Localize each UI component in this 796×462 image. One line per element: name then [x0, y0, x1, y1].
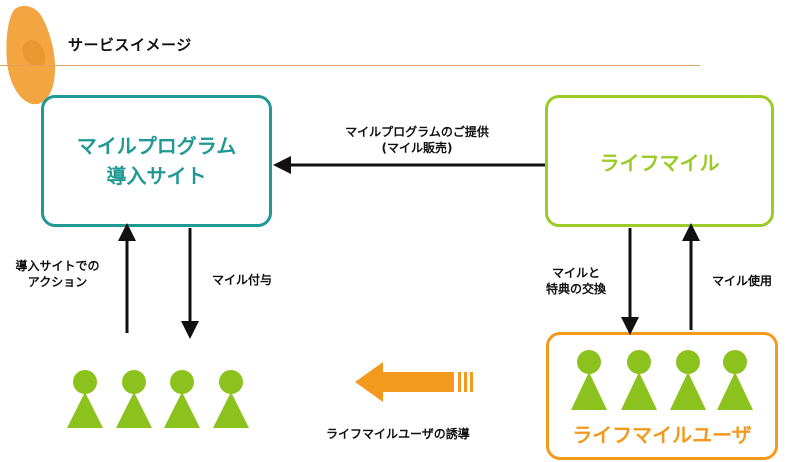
provide-label: マイルプログラムのご提供 (マイル販売) — [302, 124, 532, 156]
site-action-label-line2: アクション — [27, 275, 88, 289]
site-action-label: 導入サイトでの アクション — [0, 258, 115, 290]
mile-program-site-line1: マイルプログラム — [76, 134, 237, 158]
site-users-group — [67, 370, 249, 428]
mile-use-label: マイル使用 — [712, 274, 773, 288]
mile-program-site-line2: 導入サイト — [106, 164, 207, 188]
logo-blob — [6, 5, 56, 105]
site-action-label-line1: 導入サイトでの — [15, 259, 100, 273]
user-icon — [621, 350, 657, 410]
lifemile-users-label: ライフマイルユーザ — [572, 423, 752, 447]
mile-program-site-box: マイルプログラム 導入サイト — [41, 95, 272, 227]
title-divider — [0, 65, 700, 66]
guide-users-arrow — [355, 362, 473, 402]
lifemile-label: ライフマイル — [599, 150, 720, 175]
user-icon — [164, 370, 200, 428]
user-icon — [670, 350, 706, 410]
user-icon — [67, 370, 103, 428]
provide-label-line1: マイルプログラムのご提供 — [345, 125, 489, 139]
user-icon — [571, 350, 607, 410]
page-title: サービスイメージ — [68, 36, 192, 54]
user-icon — [717, 350, 753, 410]
mile-grant-label: マイル付与 — [212, 273, 273, 287]
provide-label-line2: (マイル販売) — [381, 141, 453, 155]
user-icon — [213, 370, 249, 428]
mile-exchange-label-line2: 特典の交換 — [545, 282, 606, 296]
user-icon — [116, 370, 152, 428]
guide-users-label: ライフマイルユーザの誘導 — [326, 427, 470, 441]
mile-exchange-label: マイルと 特典の交換 — [534, 265, 618, 297]
lifemile-box: ライフマイル — [545, 95, 774, 227]
user-icons-group — [571, 350, 753, 410]
lifemile-users-box: ライフマイルユーザ — [546, 332, 778, 460]
mile-exchange-label-line1: マイルと — [551, 266, 600, 280]
